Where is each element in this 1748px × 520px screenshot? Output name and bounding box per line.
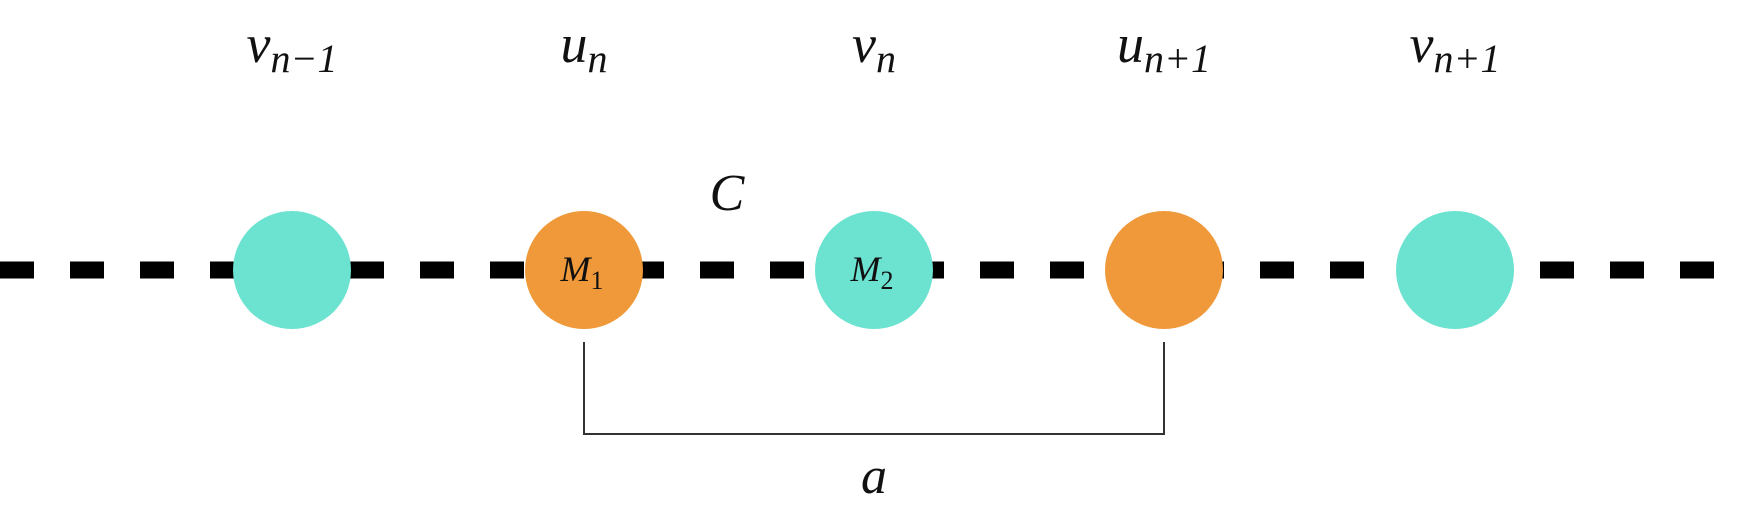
displacement-label-2: un [561, 14, 608, 81]
mass-2-label: M1 [560, 249, 604, 295]
spring-constant-label: C [710, 165, 746, 222]
mass-4-circle [1105, 211, 1223, 329]
displacement-label-4-symbol: u [1117, 14, 1144, 74]
lattice-spacing-bracket [583, 342, 1165, 435]
displacement-label-3: vn [852, 14, 896, 81]
displacement-label-1: vn−1 [247, 14, 338, 81]
mass-2-circle [525, 211, 643, 329]
displacement-label-1-subscript: n−1 [270, 36, 337, 81]
displacement-label-3-symbol: v [852, 14, 876, 74]
displacement-label-5-subscript: n+1 [1433, 36, 1500, 81]
displacement-label-1-symbol: v [247, 14, 271, 74]
mass-3-label-subscript: 2 [881, 266, 894, 295]
displacement-label-5-symbol: v [1410, 14, 1434, 74]
displacement-label-3-subscript: n [876, 36, 896, 81]
mass-1-circle [233, 211, 351, 329]
mass-3-label: M2 [850, 249, 894, 295]
displacement-label-2-subscript: n [588, 36, 608, 81]
mass-3-circle [815, 211, 933, 329]
displacement-label-2-symbol: u [561, 14, 588, 74]
lattice-constant-label: a [861, 448, 887, 505]
displacement-label-5: vn+1 [1410, 14, 1501, 81]
mass-2-label-subscript: 1 [591, 266, 604, 295]
displacement-label-4: un+1 [1117, 14, 1211, 81]
mass-5-circle [1396, 211, 1514, 329]
mass-2-label-symbol: M [560, 249, 593, 289]
displacement-label-4-subscript: n+1 [1144, 36, 1211, 81]
mass-3-label-symbol: M [850, 249, 883, 289]
